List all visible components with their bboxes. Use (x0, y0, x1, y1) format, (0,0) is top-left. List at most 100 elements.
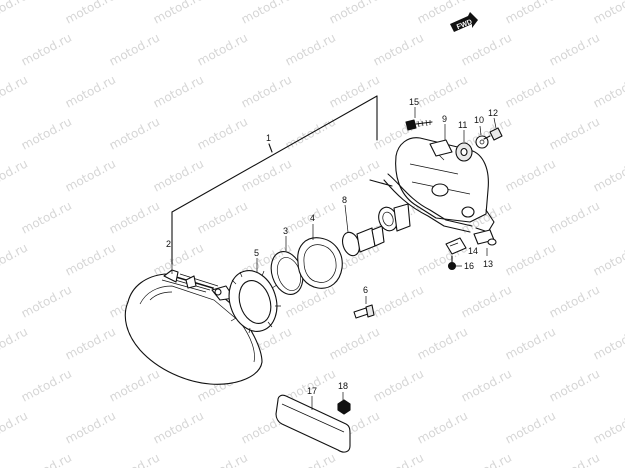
bulb-connector (378, 203, 411, 232)
watermark-text: motod.ru (0, 324, 30, 362)
watermark-text: motod.ru (503, 0, 558, 27)
bolt (483, 117, 503, 141)
watermark-text: motod.ru (19, 450, 74, 468)
watermark-text: motod.ru (503, 156, 558, 194)
watermark-text: motod.ru (195, 30, 250, 68)
watermark-text: motod.ru (239, 0, 294, 27)
label-15: 15 (409, 97, 419, 107)
watermark-text: motod.ru (63, 408, 118, 446)
watermark-text: motod.ru (371, 282, 426, 320)
watermark-text: motod.ru (591, 156, 625, 194)
watermark-text: motod.ru (327, 156, 382, 194)
watermark-text: motod.ru (239, 72, 294, 110)
label-12: 12 (488, 108, 498, 118)
watermark-text: motod.ru (107, 366, 162, 404)
watermark-text: motod.ru (547, 30, 602, 68)
label-3: 3 (283, 226, 288, 236)
nut-plate (473, 229, 497, 256)
watermark-text: motod.ru (547, 282, 602, 320)
small-bolt (447, 255, 462, 271)
label-13: 13 (483, 259, 493, 269)
watermark-text: motod.ru (151, 408, 206, 446)
watermark-text: motod.ru (63, 324, 118, 362)
watermark-text: motod.ru (591, 240, 625, 278)
clamp-ring (270, 236, 304, 295)
watermark-text: motod.ru (591, 408, 625, 446)
watermark-text: motod.ru (195, 198, 250, 236)
watermark-text: motod.ru (0, 72, 30, 110)
label-17: 17 (307, 386, 317, 396)
spring-clip (445, 237, 467, 255)
watermark-text: motod.ru (151, 72, 206, 110)
watermark-text: motod.ru (547, 366, 602, 404)
watermark-text: motod.ru (459, 282, 514, 320)
watermark-text: motod.ru (151, 0, 206, 27)
assembly-bracket (171, 95, 378, 265)
watermark-text: motod.ru (107, 114, 162, 152)
label-1: 1 (266, 133, 271, 143)
watermark-text: motod.ru (0, 0, 30, 27)
label-4: 4 (310, 213, 315, 223)
watermark-text: motod.ru (327, 324, 382, 362)
watermark-text: motod.ru (195, 450, 250, 468)
watermark-text: motod.ru (371, 30, 426, 68)
watermark-text: motod.ru (0, 408, 30, 446)
label-11: 11 (458, 120, 467, 130)
part-labels: 1 2 3 4 5 6 8 9 10 11 12 13 14 15 16 17 … (166, 97, 498, 396)
hex-nut (337, 392, 351, 415)
reflector (275, 394, 351, 453)
watermark-text: motod.ru (19, 30, 74, 68)
fwd-arrow-icon: FWD (450, 12, 478, 32)
watermark-text: motod.ru (195, 114, 250, 152)
retaining-ring (228, 258, 281, 334)
label-8: 8 (342, 195, 347, 205)
watermark-text: motod.ru (503, 72, 558, 110)
label-9: 9 (442, 114, 447, 124)
watermark-text: motod.ru (19, 198, 74, 236)
watermark-text: motod.ru (591, 324, 625, 362)
socket-plate (297, 224, 343, 289)
watermark-text: motod.ru (239, 156, 294, 194)
label-14: 14 (468, 246, 478, 256)
watermark-text: motod.ru (591, 0, 625, 27)
watermark-text: motod.ru (327, 72, 382, 110)
watermark-text: motod.ru (459, 30, 514, 68)
watermark-text: motod.ru (283, 282, 338, 320)
watermark-text: motod.ru (327, 0, 382, 27)
watermark-text: motod.ru (0, 240, 30, 278)
watermark-text: motod.ru (283, 450, 338, 468)
headlight-bulb (341, 204, 385, 257)
watermark-text: motod.ru (371, 450, 426, 468)
watermark-text: motod.ru (503, 240, 558, 278)
watermark-text: motod.ru (415, 324, 470, 362)
watermark-text: motod.ru (503, 324, 558, 362)
watermark-text: motod.ru (19, 366, 74, 404)
watermark-text: motod.ru (283, 30, 338, 68)
watermark-text: motod.ru (459, 366, 514, 404)
label-18: 18 (338, 381, 348, 391)
watermark-text: motod.ru (151, 156, 206, 194)
watermark-text: motod.ru (19, 114, 74, 152)
watermark-text: motod.ru (107, 30, 162, 68)
watermark-text: motod.ru (547, 198, 602, 236)
top-screw (405, 107, 433, 131)
watermark-text: motod.ru (63, 240, 118, 278)
label-5: 5 (254, 248, 259, 258)
watermark-text: motod.ru (0, 156, 30, 194)
watermark-text: motod.ru (151, 240, 206, 278)
watermark-text: motod.ru (63, 0, 118, 27)
label-6: 6 (363, 285, 368, 295)
watermark-text: motod.ru (371, 366, 426, 404)
watermark-text: motod.ru (503, 408, 558, 446)
watermark-text: motod.ru (415, 408, 470, 446)
watermark-text: motod.ru (415, 72, 470, 110)
label-16: 16 (464, 261, 474, 271)
screw (353, 296, 375, 319)
watermark-text: motod.ru (107, 198, 162, 236)
watermark-text: motod.ru (459, 450, 514, 468)
rubber-grommet (455, 130, 473, 162)
label-10: 10 (474, 115, 484, 125)
watermark-text: motod.ru (19, 282, 74, 320)
